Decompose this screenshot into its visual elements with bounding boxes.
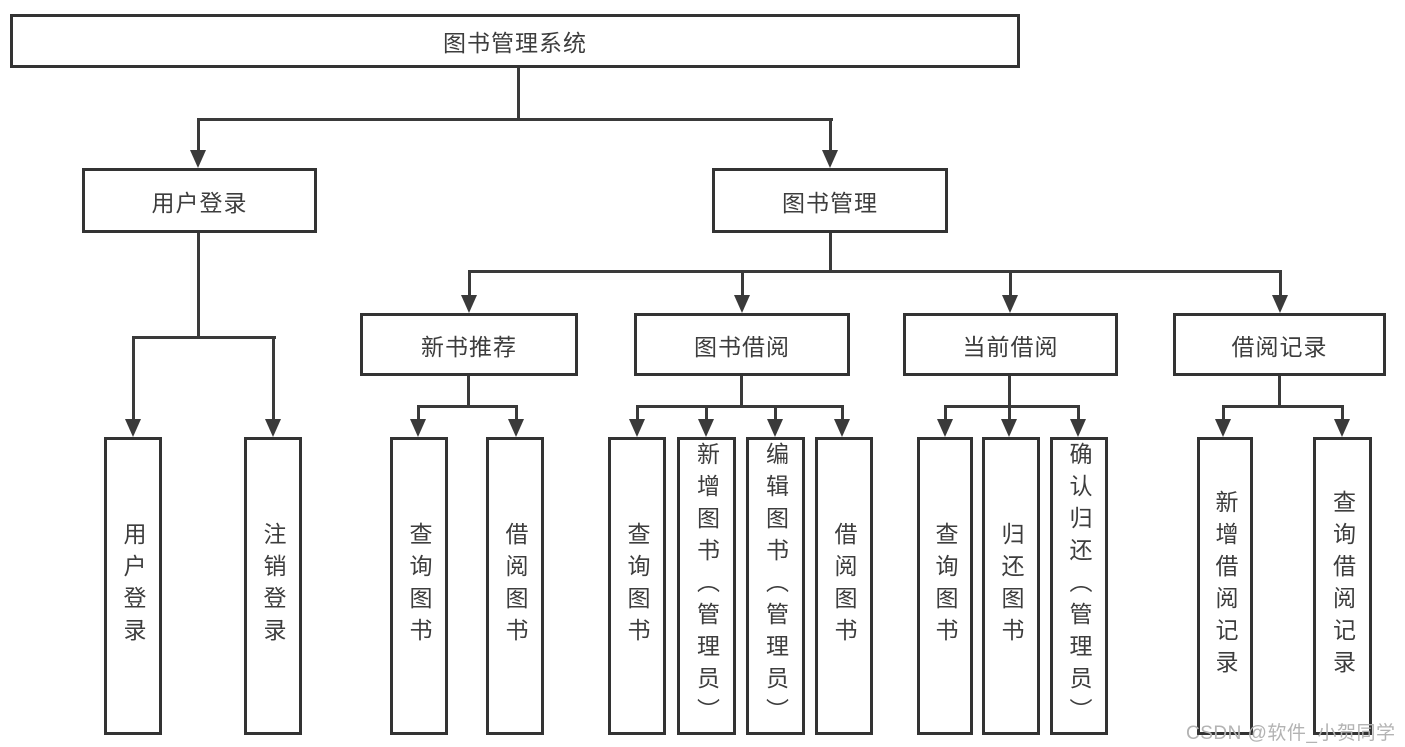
node-borrowing-records: 借阅记录 (1173, 313, 1386, 376)
arrow-down-icon (734, 295, 750, 313)
node-book-management: 图书管理 (712, 168, 948, 233)
arrow-down-icon (822, 150, 838, 168)
leaf-borrow-books: 借阅图书 (486, 437, 544, 735)
arrow-down-icon (1334, 419, 1350, 437)
arrow-down-icon (937, 419, 953, 437)
arrow-down-icon (410, 419, 426, 437)
arrow-down-icon (698, 419, 714, 437)
leaf-query-books: 查询图书 (390, 437, 448, 735)
connector-line (636, 405, 639, 419)
connector-line (1008, 405, 1011, 419)
arrow-down-icon (1001, 419, 1017, 437)
connector-line (1222, 405, 1344, 408)
connector-line (740, 376, 743, 408)
connector-line (944, 405, 1080, 408)
arrow-down-icon (1272, 295, 1288, 313)
connector-line (132, 336, 135, 419)
arrow-down-icon (461, 295, 477, 313)
csdn-watermark: CSDN @软件_小贺同学 (1186, 723, 1396, 744)
connector-line (467, 376, 470, 408)
leaf-add-book-admin: 新增图书（管理员） (677, 437, 736, 735)
arrow-down-icon (1215, 419, 1231, 437)
arrow-down-icon (767, 419, 783, 437)
connector-line (417, 405, 518, 408)
leaf-query-books: 查询图书 (917, 437, 973, 735)
arrow-down-icon (508, 419, 524, 437)
connector-line (1278, 376, 1281, 408)
arrow-down-icon (190, 150, 206, 168)
arrow-down-icon (125, 419, 141, 437)
connector-line (517, 68, 520, 121)
connector-line (829, 118, 832, 152)
connector-line (515, 405, 518, 419)
connector-line (1222, 405, 1225, 419)
node-current-borrowing: 当前借阅 (903, 313, 1118, 376)
leaf-add-borrow-record: 新增借阅记录 (1197, 437, 1253, 735)
leaf-user-login: 用户登录 (104, 437, 162, 735)
connector-line (468, 270, 1282, 273)
leaf-borrow-books: 借阅图书 (815, 437, 873, 735)
leaf-edit-book-admin: 编辑图书（管理员） (746, 437, 805, 735)
connector-line (636, 405, 844, 408)
arrow-down-icon (1002, 295, 1018, 313)
leaf-logout: 注销登录 (244, 437, 302, 735)
connector-line (1279, 270, 1282, 297)
connector-line (741, 270, 744, 297)
connector-line (774, 405, 777, 419)
node-book-borrowing: 图书借阅 (634, 313, 850, 376)
arrow-down-icon (629, 419, 645, 437)
connector-line (1341, 405, 1344, 419)
connector-line (944, 405, 947, 419)
node-user-login: 用户登录 (82, 168, 317, 233)
connector-line (1008, 376, 1011, 408)
connector-line (1077, 405, 1080, 419)
connector-line (829, 233, 832, 273)
connector-line (841, 405, 844, 419)
connector-line (197, 233, 200, 339)
leaf-query-books: 查询图书 (608, 437, 666, 735)
leaf-return-books: 归还图书 (982, 437, 1040, 735)
arrow-down-icon (1070, 419, 1086, 437)
node-library-management-system: 图书管理系统 (10, 14, 1020, 68)
connector-line (197, 118, 833, 121)
node-new-book-recommend: 新书推荐 (360, 313, 578, 376)
connector-line (272, 336, 275, 419)
leaf-confirm-return-admin: 确认归还（管理员） (1050, 437, 1108, 735)
connector-line (705, 405, 708, 419)
arrow-down-icon (834, 419, 850, 437)
connector-line (468, 270, 471, 297)
arrow-down-icon (265, 419, 281, 437)
leaf-query-borrow-record: 查询借阅记录 (1313, 437, 1372, 735)
connector-line (1009, 270, 1012, 297)
connector-line (132, 336, 276, 339)
connector-line (417, 405, 420, 419)
connector-line (197, 118, 200, 152)
